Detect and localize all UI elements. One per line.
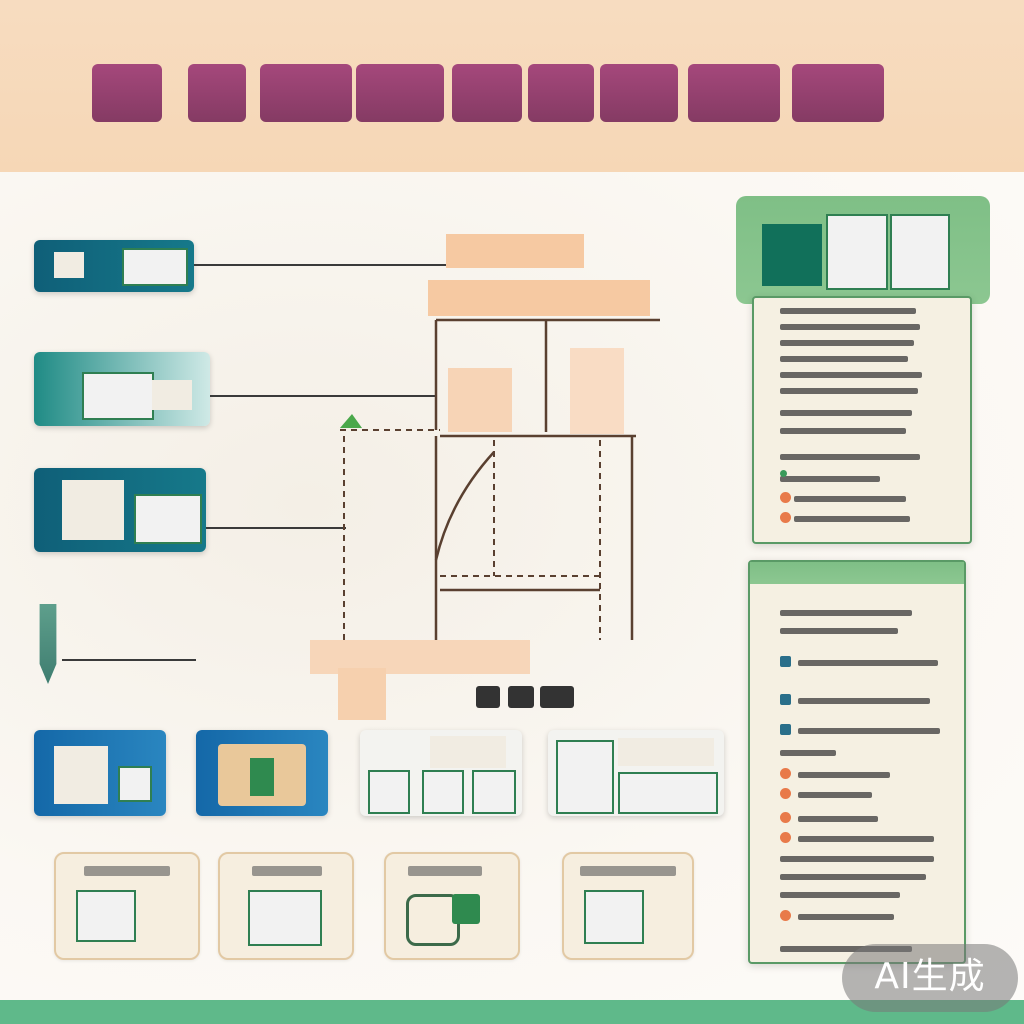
side-panel-2 (748, 560, 966, 964)
label-box (338, 668, 386, 720)
illustration-card-4 (34, 730, 166, 816)
bullet-dot (780, 512, 791, 523)
illustration-card-5 (196, 730, 328, 816)
illegible-title (92, 58, 892, 128)
plan-dashed-lines (340, 429, 601, 640)
label-box (428, 280, 650, 316)
bullet-dot (780, 788, 791, 799)
bullet-dot (780, 910, 791, 921)
illustration-card-3 (34, 468, 206, 552)
illustration-card-7 (548, 730, 724, 816)
green-pointer (340, 414, 362, 428)
bullet-dot (780, 656, 791, 667)
label-box (570, 348, 624, 434)
illustration-card-1 (34, 240, 194, 292)
feature-card-3 (384, 852, 520, 960)
bullet-dot (780, 492, 791, 503)
ai-generated-watermark: AI生成 (842, 944, 1018, 1012)
bullet-dot (780, 812, 791, 823)
side-panel-1 (752, 296, 972, 544)
feature-card-4 (562, 852, 694, 960)
bullet-dot (780, 694, 791, 705)
building-illustration (762, 214, 966, 290)
illustration-card-6 (360, 730, 522, 816)
label-box (448, 368, 512, 432)
bullet-dot (780, 724, 791, 735)
illustration-card-2 (34, 352, 210, 426)
connector-lines (62, 264, 448, 661)
label-box (446, 234, 584, 268)
arrow-marker (39, 604, 57, 684)
feature-card-2 (218, 852, 354, 960)
illegible-plan-label (476, 686, 574, 708)
bullet-dot (780, 768, 791, 779)
bullet-dot (780, 470, 787, 477)
plan-walls (434, 318, 660, 640)
bullet-dot (780, 832, 791, 843)
feature-card-1 (54, 852, 200, 960)
